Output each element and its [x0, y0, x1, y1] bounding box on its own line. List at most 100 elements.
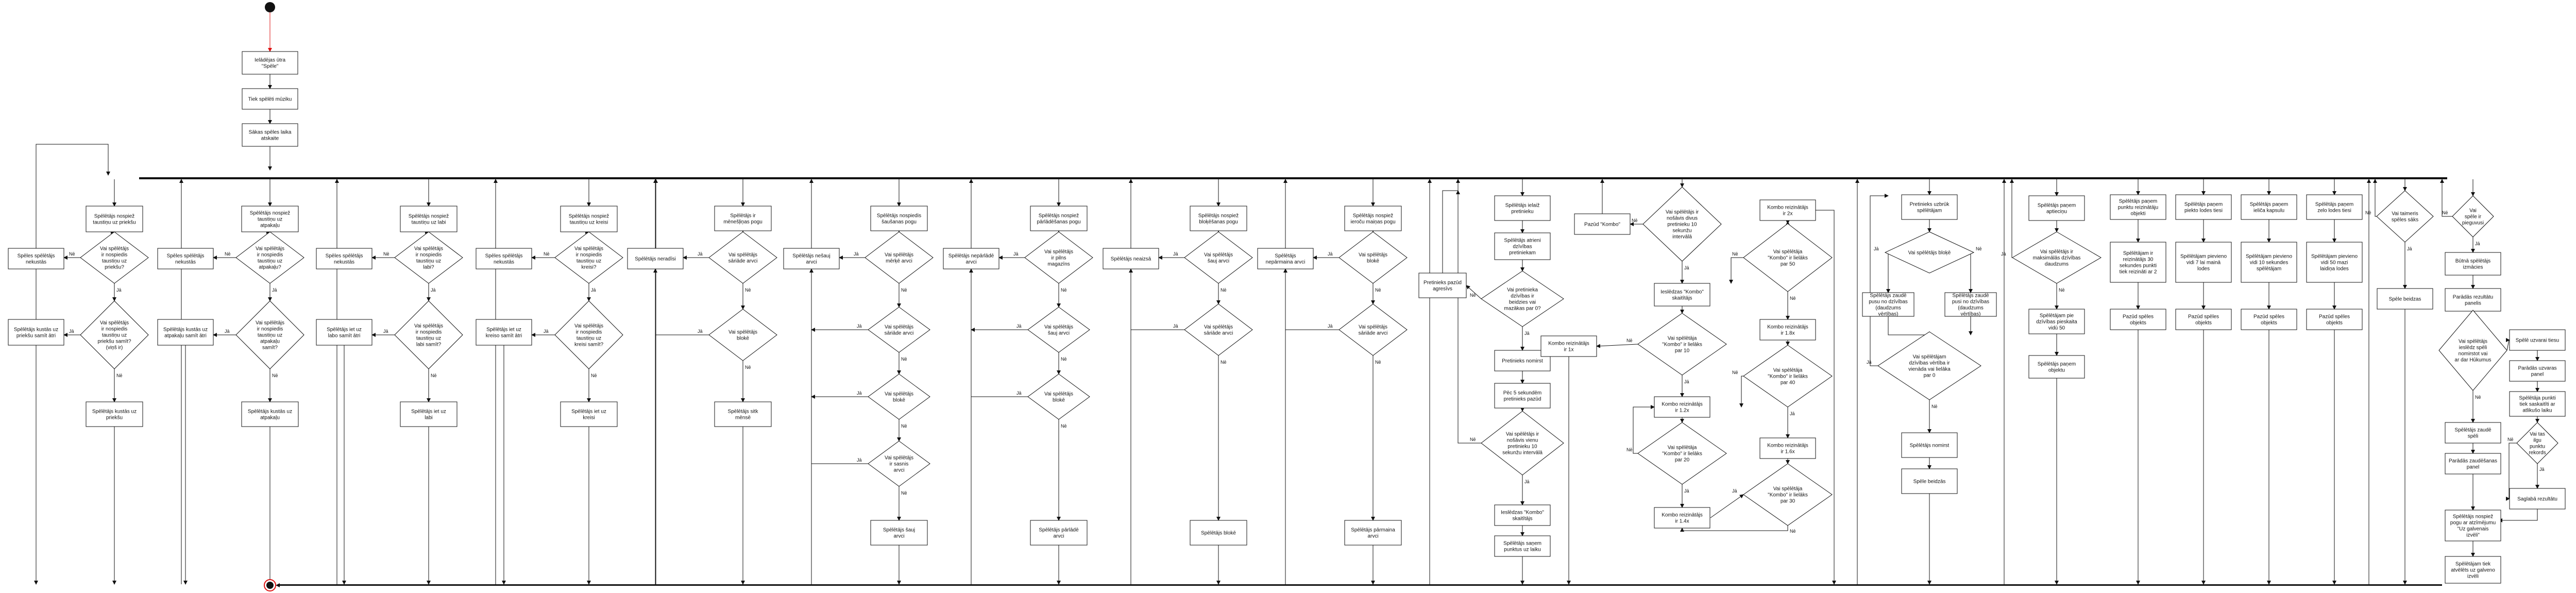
initial-node — [265, 2, 275, 12]
flow-edge — [2440, 179, 2452, 217]
guard-label: Jā — [1524, 479, 1530, 484]
action-label: Spēlētājs nomirst — [1910, 443, 1950, 449]
action-box — [1901, 432, 1958, 458]
action-box — [560, 401, 618, 427]
action-box — [1418, 273, 1467, 298]
action-box — [1654, 283, 1710, 307]
action-box — [2377, 288, 2433, 310]
action-box — [2445, 288, 2501, 312]
action-m3: Ieslēdzas "Kombo"skaitītājs — [1654, 283, 1710, 307]
decision-diamond — [1637, 313, 1727, 376]
decision-diamond — [1027, 307, 1090, 353]
decision-diamond — [1184, 231, 1253, 284]
action-box — [2445, 422, 2501, 444]
guard-label: Nē — [1375, 360, 1381, 365]
guard-label: Jā — [1874, 246, 1879, 251]
guard-label: Nē — [1626, 447, 1633, 452]
decision-diamond — [1642, 187, 1722, 262]
guard-label: Nē — [901, 287, 907, 293]
guard-label: Nē — [1976, 246, 1982, 251]
action-box — [1494, 504, 1551, 526]
action-label: Pretinieks nomirst — [1502, 359, 1543, 364]
flow-edge — [1680, 526, 1788, 532]
fork-bar — [139, 177, 2447, 179]
action-label: Tiek spēlēti mūziku — [248, 97, 292, 103]
action-label: Ieslēdzas "Kombo"skaitītājs — [1660, 290, 1704, 301]
guard-label: Nē — [1626, 338, 1633, 343]
final-node — [264, 579, 276, 591]
decision-diamond — [2376, 190, 2434, 243]
guard-label: Jā — [591, 287, 596, 293]
action-box — [2175, 242, 2232, 283]
guard-label: Jā — [857, 458, 862, 463]
decision-diamond — [80, 231, 149, 284]
decision-s2: Vai spēlētājs bloķē — [1884, 231, 1975, 274]
decision-diamond — [2452, 195, 2494, 238]
action-label: Spēlētājs neradīsi — [635, 257, 676, 262]
decision-diamond — [1338, 303, 1408, 356]
action-s7: Spēle beidzās — [1901, 468, 1958, 494]
action-box — [1030, 520, 1088, 546]
action-box — [2509, 360, 2566, 382]
action-box — [627, 248, 684, 269]
action-box — [1494, 535, 1551, 557]
action-box — [2241, 194, 2297, 220]
flow-edge — [1283, 268, 1339, 330]
guard-label: Jā — [2001, 251, 2006, 257]
action-box — [8, 319, 64, 346]
action-box — [157, 319, 214, 346]
decision-diamond — [2012, 231, 2102, 284]
guard-label: Jā — [1524, 331, 1530, 336]
action-box — [1344, 206, 1402, 231]
guard-label: Nē — [1632, 218, 1638, 223]
flow-edge — [1885, 252, 1890, 293]
action-box — [1103, 248, 1159, 269]
